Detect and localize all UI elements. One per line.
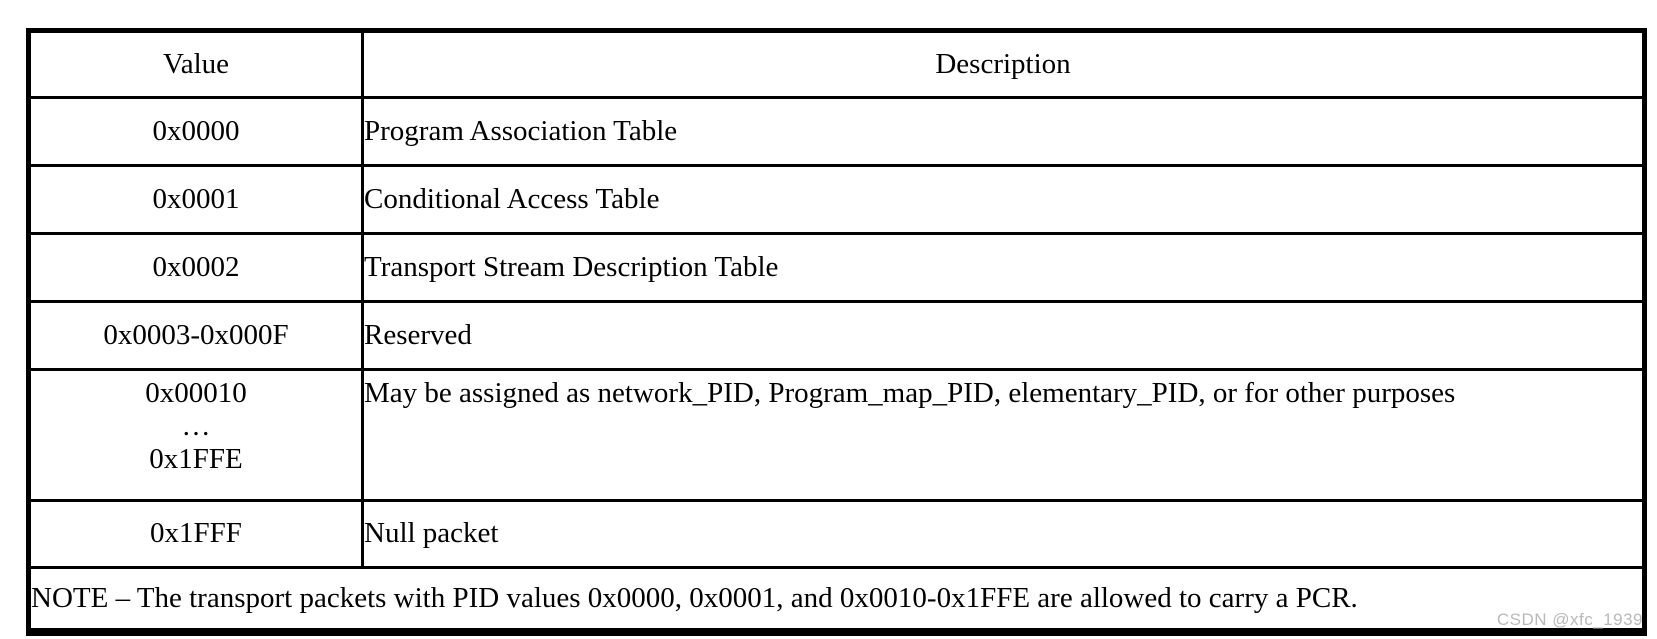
pid-value-cell: 0x0002 bbox=[27, 232, 364, 303]
pid-value-cell: 0x0001 bbox=[27, 164, 364, 235]
table-row-pid-reserved-range: 0x0003-0x000F Reserved bbox=[27, 300, 1646, 371]
table-row-pid-0x0001: 0x0001 Conditional Access Table bbox=[27, 164, 1646, 235]
pid-description-cell: Null packet bbox=[361, 499, 1646, 569]
table-note: NOTE – The transport packets with PID va… bbox=[27, 566, 1646, 633]
table-row-pid-0x1FFF: 0x1FFF Null packet bbox=[27, 499, 1646, 569]
pid-value-cell: 0x0003-0x000F bbox=[27, 300, 364, 371]
column-header-description: Description bbox=[361, 29, 1646, 99]
watermark: CSDN @xfc_1939 bbox=[1496, 610, 1643, 629]
pid-description-cell: Reserved bbox=[361, 300, 1646, 371]
table-row-pid-assignable-range: 0x00010 … 0x1FFE May be assigned as netw… bbox=[27, 368, 1646, 502]
pid-range-ellipsis: … bbox=[181, 410, 211, 442]
pid-assignment-table: Value Description 0x0000 Program Associa… bbox=[26, 28, 1647, 636]
table-row-pid-0x0000: 0x0000 Program Association Table bbox=[27, 96, 1646, 167]
pid-value-cell: 0x00010 … 0x1FFE bbox=[27, 368, 364, 502]
table-header-row: Value Description bbox=[27, 29, 1646, 99]
pid-description-cell: Conditional Access Table bbox=[361, 164, 1646, 235]
pid-description-cell: Transport Stream Description Table bbox=[361, 232, 1646, 303]
pid-range-end: 0x1FFE bbox=[149, 443, 243, 475]
pid-value-cell: 0x1FFF bbox=[27, 499, 364, 569]
table-row-pid-0x0002: 0x0002 Transport Stream Description Tabl… bbox=[27, 232, 1646, 303]
column-header-value: Value bbox=[27, 29, 364, 99]
pid-description-cell: May be assigned as network_PID, Program_… bbox=[361, 368, 1646, 502]
pid-value-cell: 0x0000 bbox=[27, 96, 364, 167]
table-note-row: NOTE – The transport packets with PID va… bbox=[27, 566, 1646, 633]
pid-range-start: 0x00010 bbox=[145, 377, 247, 409]
pid-description-cell: Program Association Table bbox=[361, 96, 1646, 167]
